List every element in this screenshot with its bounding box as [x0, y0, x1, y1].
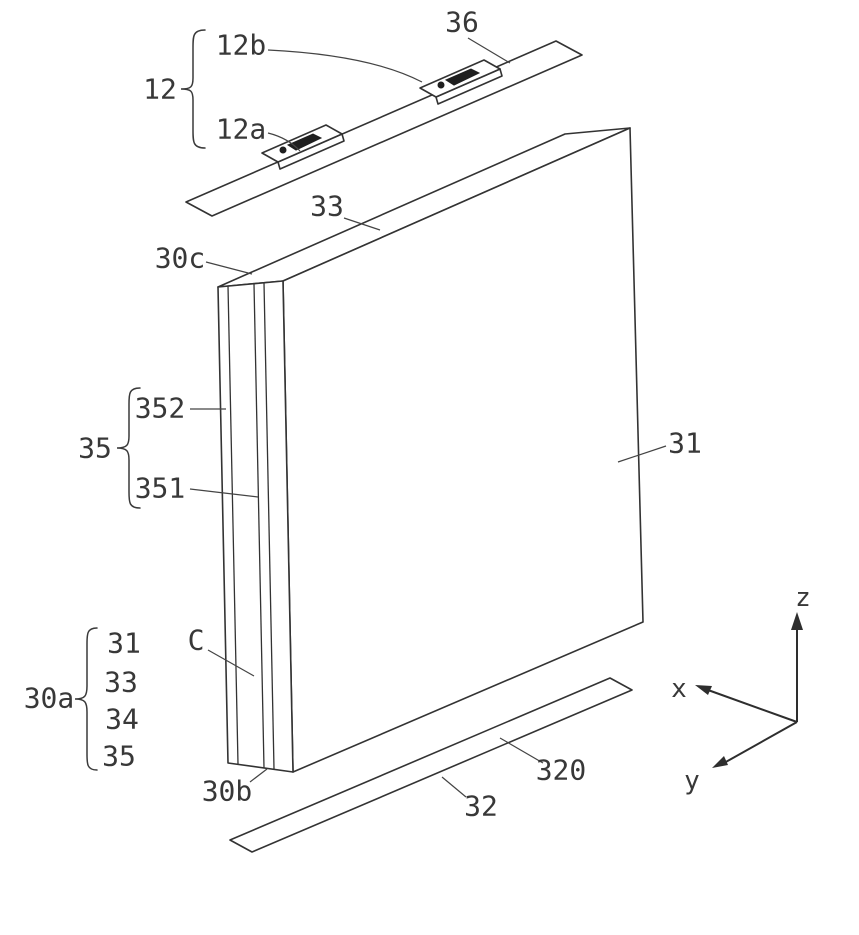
- label-30a-item-31: 31: [107, 627, 141, 660]
- y-axis-arrowhead-icon: [712, 756, 728, 768]
- label-12a: 12a: [216, 113, 267, 146]
- z-axis-arrowhead-icon: [791, 612, 803, 630]
- terminal-tab-12b: [419, 59, 503, 105]
- tab-12b-weld-dot: [437, 81, 445, 89]
- leader-30b: [249, 768, 268, 783]
- label-30b: 30b: [202, 775, 253, 808]
- bracket-35: [116, 387, 141, 509]
- top-strip-group: [185, 40, 583, 217]
- braces: [74, 29, 206, 771]
- label-36: 36: [445, 6, 479, 39]
- layer-line-351-inner: [263, 282, 275, 770]
- axis-label-x: x: [671, 674, 687, 704]
- label-12: 12: [143, 73, 177, 106]
- bottom-strip-group: [229, 677, 633, 853]
- cell-right-face-31: [282, 127, 644, 773]
- reference-labels: 36 12b 12 12a 33 30c 352 35 351 31 C 30a…: [24, 6, 702, 823]
- terminal-tab-12a: [261, 124, 345, 170]
- label-35: 35: [78, 432, 112, 465]
- leader-320: [499, 737, 544, 764]
- label-C: C: [188, 624, 205, 657]
- leader-33: [343, 217, 381, 231]
- bracket-12: [180, 29, 206, 149]
- label-30a-item-34: 34: [105, 703, 139, 736]
- x-axis-line: [707, 689, 798, 723]
- axis-label-y: y: [684, 766, 700, 796]
- leader-351: [189, 488, 259, 498]
- cell-front-face: [217, 280, 294, 773]
- label-30a-item-33: 33: [104, 666, 138, 699]
- label-12b: 12b: [216, 29, 267, 62]
- label-352: 352: [135, 392, 186, 425]
- cell-body-group: [217, 127, 644, 773]
- leader-36: [467, 37, 511, 64]
- leader-31: [617, 445, 667, 463]
- label-33: 33: [310, 190, 344, 223]
- x-axis-arrowhead-icon: [695, 685, 712, 695]
- axes-indicator: x y z: [671, 583, 811, 796]
- tab-12b-contact-pad: [444, 68, 481, 86]
- axis-label-z: z: [795, 583, 811, 613]
- bracket-30a: [74, 627, 98, 771]
- leader-32: [441, 776, 467, 798]
- label-30a: 30a: [24, 682, 75, 715]
- leader-C: [207, 649, 255, 677]
- bottom-strip-32-plate: [229, 677, 633, 853]
- leader-12a: [267, 132, 301, 152]
- label-31: 31: [668, 427, 702, 460]
- y-axis-line: [723, 721, 798, 764]
- label-351: 351: [135, 472, 186, 505]
- leader-12b: [267, 49, 423, 83]
- leader-30c: [205, 261, 253, 275]
- label-30a-item-35: 35: [102, 740, 136, 773]
- label-320: 320: [536, 754, 587, 787]
- layer-line-352: [227, 285, 239, 765]
- label-32: 32: [464, 790, 498, 823]
- tab-12a-contact-pad: [286, 133, 323, 151]
- label-30c: 30c: [155, 242, 206, 275]
- layer-line-351-outer: [253, 283, 265, 769]
- leader-lines: [189, 37, 667, 798]
- tab-12a-weld-dot: [279, 146, 287, 154]
